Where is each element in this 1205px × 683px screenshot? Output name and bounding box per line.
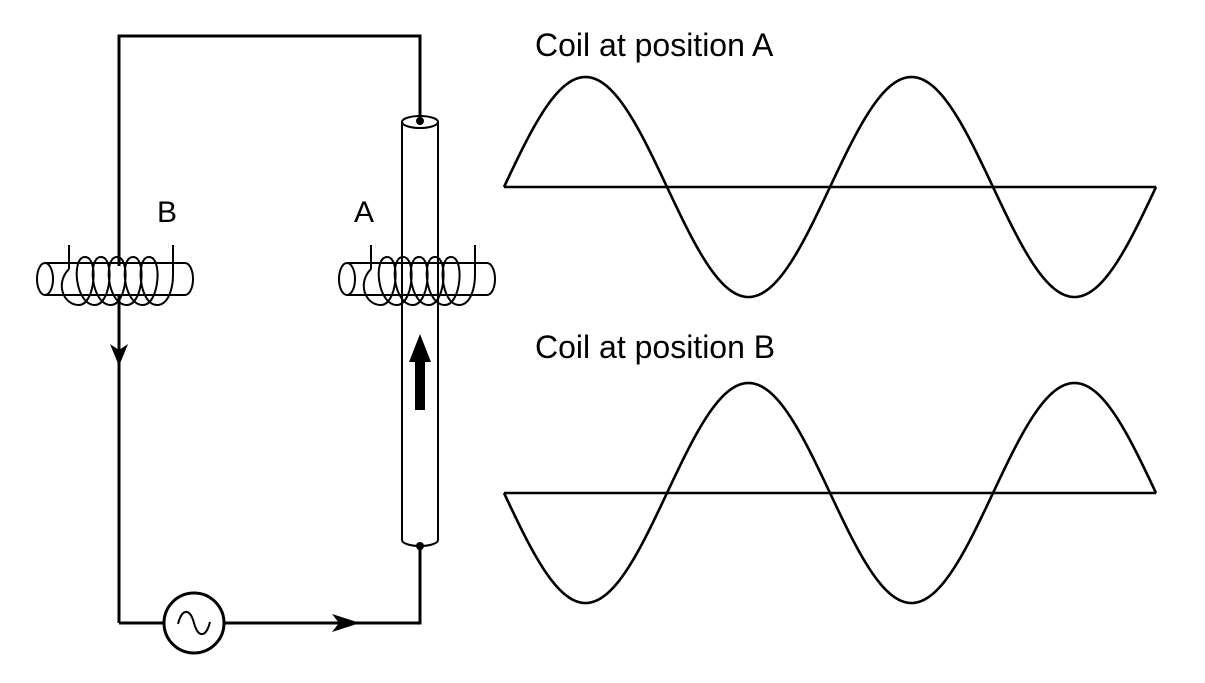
waveform-a-title: Coil at position A xyxy=(535,27,774,63)
waveform-b-title: Coil at position B xyxy=(535,329,775,365)
circuit-wire-top xyxy=(117,34,422,266)
conductor-tube xyxy=(401,115,439,550)
coil-b-label: B xyxy=(157,196,177,229)
coil-icon-b xyxy=(36,244,194,306)
waveform-a-curve xyxy=(502,75,1158,299)
arrow-icon-tube-up xyxy=(409,334,431,410)
circuit-wire-bottom-right xyxy=(225,546,422,625)
ac-source-icon xyxy=(162,591,226,655)
coil-a-label: A xyxy=(354,196,374,229)
waveform-b-curve xyxy=(502,381,1158,605)
arrow-icon-bottom-right xyxy=(332,614,360,632)
coil-icon-a xyxy=(338,244,496,306)
arrow-icon-left-down xyxy=(110,344,128,366)
